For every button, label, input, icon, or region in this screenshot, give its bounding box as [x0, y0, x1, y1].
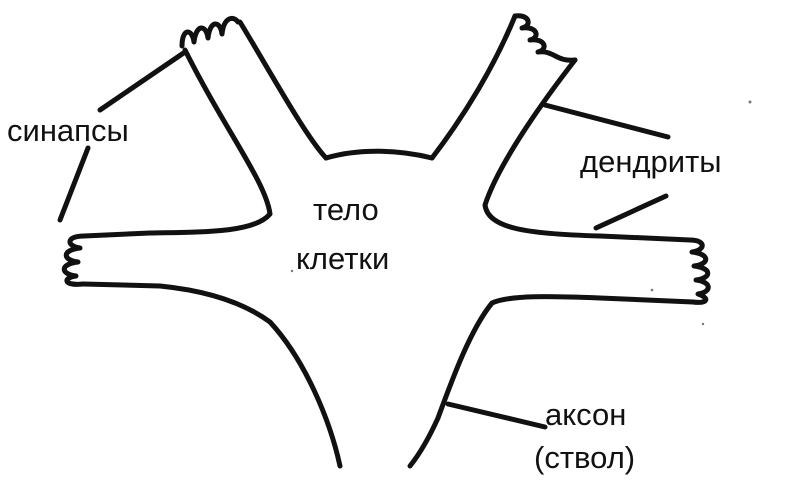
dendrite-pointer-bottom — [596, 196, 666, 228]
label-axon-line1: аксон — [545, 397, 626, 432]
label-dendrites: дендриты — [580, 144, 722, 179]
synapse-pointer-bottom — [60, 148, 88, 220]
dendrite-pointer-top — [545, 105, 668, 137]
synapse-coil-top-left — [182, 18, 238, 46]
speck — [702, 323, 704, 325]
label-synapses: синапсы — [7, 113, 129, 148]
label-axon-line2: (ствол) — [534, 440, 635, 475]
label-cell-body-line1: тело — [313, 192, 379, 227]
label-cell-body-line2: клетки — [296, 241, 389, 276]
neuron-outline-top — [326, 151, 432, 158]
synapse-coil-left — [64, 236, 84, 284]
synapse-coil-right — [690, 240, 708, 302]
speck — [651, 289, 654, 292]
speck — [291, 270, 293, 272]
speck — [749, 101, 752, 104]
synapse-coil-top-right — [515, 16, 575, 60]
synapse-pointer-top — [100, 52, 185, 110]
axon-pointer — [448, 404, 545, 427]
